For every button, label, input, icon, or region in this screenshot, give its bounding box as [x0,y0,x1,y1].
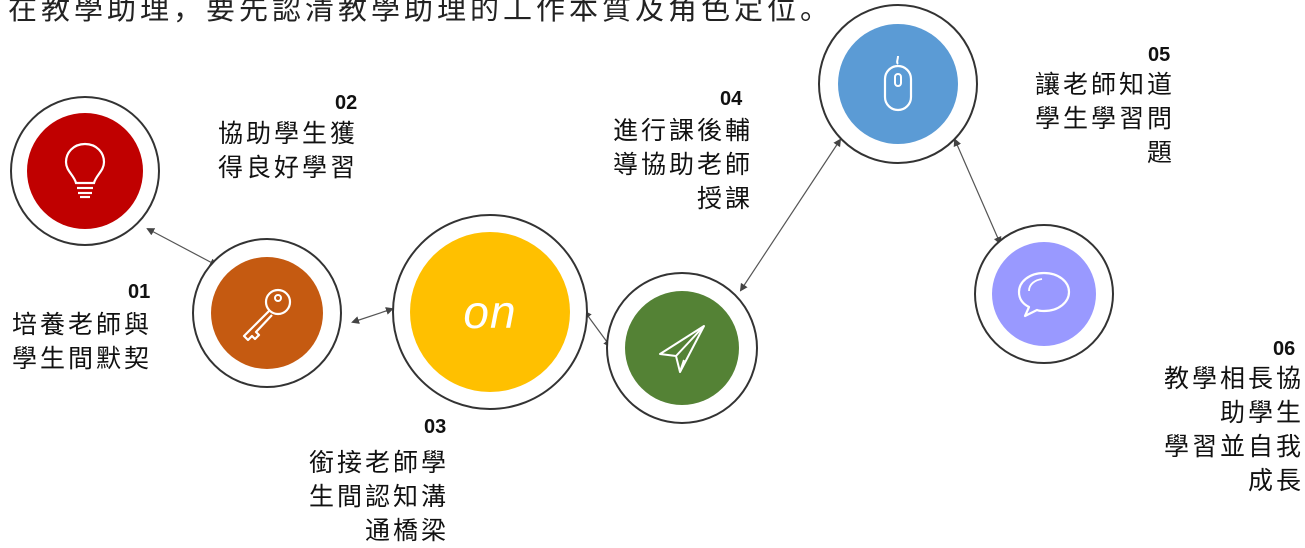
connector-2-3 [351,307,394,324]
step-5-line-2: 學生學習問 [1034,104,1175,133]
connector-5-6 [953,138,1002,245]
step-3-number: 03 [424,416,447,438]
step-5-node [818,4,978,164]
step-4-number: 04 [720,88,743,110]
step-2-disc [211,257,323,369]
step-1-line-2: 學生間默契 [12,344,153,373]
step-5-line-1: 讓老師知道 [1034,70,1175,99]
step-6-node [974,224,1114,364]
step-3-line-3: 通橋梁 [364,516,449,545]
step-6-line-4: 成長 [1247,466,1304,495]
step-1-line-1: 培養老師與 [12,310,153,339]
step-2-line-1: 協助學生獲 [218,119,359,148]
lightbulb-icon [64,142,106,199]
step-5-text: 讓老師知道 學生學習問 題 [1035,68,1175,170]
step-1-text: 培養老師與 學生間默契 [12,308,152,376]
step-4-disc [625,291,739,405]
step-1-number: 01 [128,281,151,303]
step-5-number: 05 [1148,44,1171,66]
step-5-disc [838,24,958,144]
step-4-line-2: 導協助老師 [612,150,753,179]
step-2-number: 02 [335,92,358,114]
step-1-node [10,96,160,246]
step-4-node [606,272,758,424]
step-3-line-1: 銜接老師學 [308,448,449,477]
step-6-line-3: 學習並自我 [1163,432,1304,461]
step-3-disc: on [410,232,570,392]
step-6-text: 教學相長協 助學生 學習並自我 成長 [1164,362,1304,498]
step-5-line-3: 題 [1146,138,1175,167]
step-4-text: 進行課後輔 導協助老師 授課 [613,114,753,216]
step-6-line-1: 教學相長協 [1163,364,1304,393]
key-icon [242,288,292,342]
connector-3-4 [583,310,612,348]
step-2-node [192,238,342,388]
step-2-line-2: 得良好學習 [218,153,359,182]
step-6-number: 06 [1273,338,1296,360]
step-3-text: 銜接老師學 生間認知溝 通橋梁 [309,446,449,548]
connector-4-5 [739,138,842,292]
connector-1-2 [146,228,218,266]
paper-plane-icon [659,325,705,373]
mouse-icon [883,55,913,112]
step-4-line-1: 進行課後輔 [612,116,753,145]
header-text: 在教學助理，要先認清教學助理的工作本質及角色定位。 [8,0,834,26]
step-6-disc [992,242,1096,346]
step-2-text: 協助學生獲 得良好學習 [218,117,358,185]
step-6-line-2: 助學生 [1219,398,1304,427]
step-4-line-3: 授課 [696,184,753,213]
step-3-node: on [392,214,588,410]
step-1-disc [27,113,143,229]
speech-bubble-icon [1017,271,1071,318]
step-3-line-2: 生間認知溝 [308,482,449,511]
on-text: on [463,286,517,338]
